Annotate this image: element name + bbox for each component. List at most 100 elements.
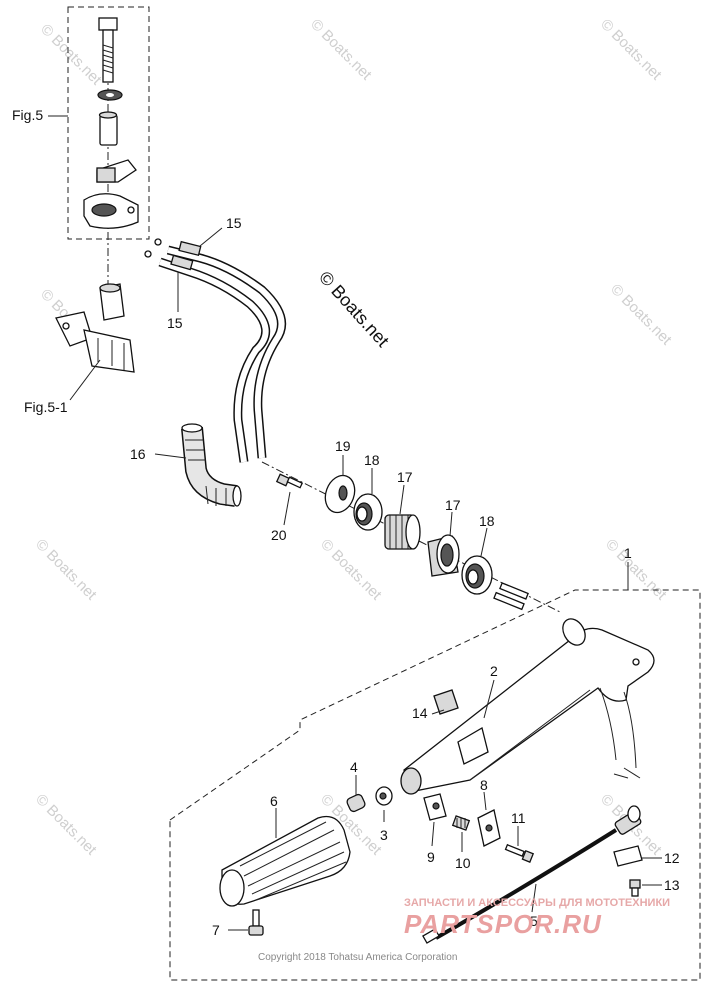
tiller-arm-bracket-lines: [599, 687, 637, 769]
watermarks: © Boats.net © Boats.net © Boats.net © Bo…: [32, 16, 675, 859]
bracket-top: [99, 283, 121, 293]
base-bore: [91, 203, 117, 217]
tiller-arm-clamp: [457, 727, 489, 765]
stop-cable-line: [435, 828, 618, 940]
callout-13: 13: [664, 877, 680, 893]
callout-8: 8: [480, 777, 488, 793]
friction-9: [423, 793, 447, 821]
callout-18a: 18: [364, 452, 380, 468]
callout-15a-leader: [199, 227, 223, 247]
fig5-1-label: Fig.5-1: [24, 399, 68, 415]
bushing-3-bore: [379, 792, 387, 800]
callout-3: 3: [380, 827, 388, 843]
tiller-arm-edge: [469, 689, 591, 781]
callout-7: 7: [212, 922, 220, 938]
callout-20-leader: [283, 491, 291, 526]
watermark: © Boats.net: [597, 16, 665, 84]
hose-body: [182, 427, 238, 506]
screw-11-shank: [504, 843, 525, 857]
watermark: © Boats.net: [607, 281, 675, 349]
callout-5-leader: [531, 883, 537, 913]
callout-20: 20: [271, 527, 287, 543]
spring-10-coils: [456, 818, 466, 828]
grip-end-cap: [219, 869, 245, 907]
bushing-18a-inner: [356, 506, 368, 522]
screw-11: [504, 843, 535, 863]
callout-15a: 15: [226, 215, 242, 231]
tiller-arm-end: [400, 767, 422, 795]
bracket-block: [96, 167, 116, 183]
stop-cable-terminal: [422, 928, 440, 944]
spring-10: [451, 815, 471, 831]
pin-4: [346, 793, 366, 813]
callout-18b-leader: [480, 527, 488, 557]
screw-11-head: [521, 849, 535, 863]
callout-17b: 17: [445, 497, 461, 513]
callout-14-leader: [431, 709, 445, 715]
watermark: © Boats.net: [32, 536, 100, 604]
plate-19: [324, 474, 356, 514]
callout-19: 19: [335, 438, 351, 454]
callout-11: 11: [511, 810, 526, 826]
collar-top: [98, 111, 118, 119]
callout-17a: 17: [397, 469, 413, 485]
watermark: © Boats.net: [307, 16, 375, 84]
gear-17b-bore: [440, 543, 454, 567]
callout-18b: 18: [479, 513, 495, 529]
cable-end-fitting-1: [178, 240, 202, 257]
hose-end-top: [181, 423, 203, 433]
screw-13-shank: [631, 887, 639, 897]
base-hole: [127, 206, 135, 214]
screw-7: [248, 909, 264, 936]
callout-1: 1: [624, 545, 632, 561]
shop-logo: PARTSPOR.RU: [404, 909, 602, 939]
decal-14: [433, 689, 459, 715]
bracket-ribs: [97, 338, 125, 370]
grommet-hose: [181, 423, 242, 507]
pin-4-body: [346, 793, 366, 813]
bushing-18b-inner: [467, 569, 479, 585]
callout-2: 2: [490, 663, 498, 679]
copyright-text: Copyright 2018 Tohatsu America Corporati…: [258, 952, 457, 963]
block-8-hole: [485, 824, 493, 832]
tiller-arm-bracket-tips: [613, 767, 641, 779]
bolt-thread: [102, 44, 114, 74]
clip-12-body: [613, 845, 643, 867]
friction-9-hole: [432, 802, 440, 810]
cable-eye-1: [154, 238, 162, 246]
pin-a: [499, 582, 529, 600]
shop-subtitle: ЗАПЧАСТИ И АКСЕССУАРЫ ДЛЯ МОТОТЕХНИКИ: [404, 897, 670, 909]
callout-10: 10: [455, 855, 471, 871]
block-8: [477, 809, 501, 847]
callout-16: 16: [130, 446, 146, 462]
watermark: © Boats.net: [32, 791, 100, 859]
screw-7-head: [248, 925, 264, 936]
callout-2-leader: [483, 679, 495, 719]
decal-14-body: [433, 689, 459, 715]
callout-17b-leader: [449, 511, 453, 537]
gear-17a: [384, 514, 421, 550]
callout-9-leader: [431, 821, 435, 847]
watermark: © Boats.net: [602, 536, 670, 604]
stop-cable-5: [422, 805, 642, 944]
fig5-1-bracket: [55, 283, 135, 373]
tiller-arm-hole: [632, 658, 640, 666]
tiller-arm: [400, 618, 655, 795]
callout-5: 5: [530, 913, 538, 929]
collar: [99, 114, 118, 146]
watermark: © Boats.net: [317, 536, 385, 604]
screw-7-shank: [252, 909, 260, 927]
callout-14: 14: [412, 705, 428, 721]
watermark: © Boats.net: [37, 21, 105, 89]
handle-assembly-boundary: [169, 589, 701, 981]
screw-20-shank: [286, 476, 304, 489]
plate-19-slot: [338, 485, 348, 501]
callout-16-leader: [154, 453, 187, 459]
cable-inner-1: [167, 247, 285, 459]
clip-12: [613, 845, 643, 867]
cable-eye-2: [144, 250, 152, 258]
screw-13-head: [629, 879, 641, 889]
pin-b: [493, 591, 525, 611]
